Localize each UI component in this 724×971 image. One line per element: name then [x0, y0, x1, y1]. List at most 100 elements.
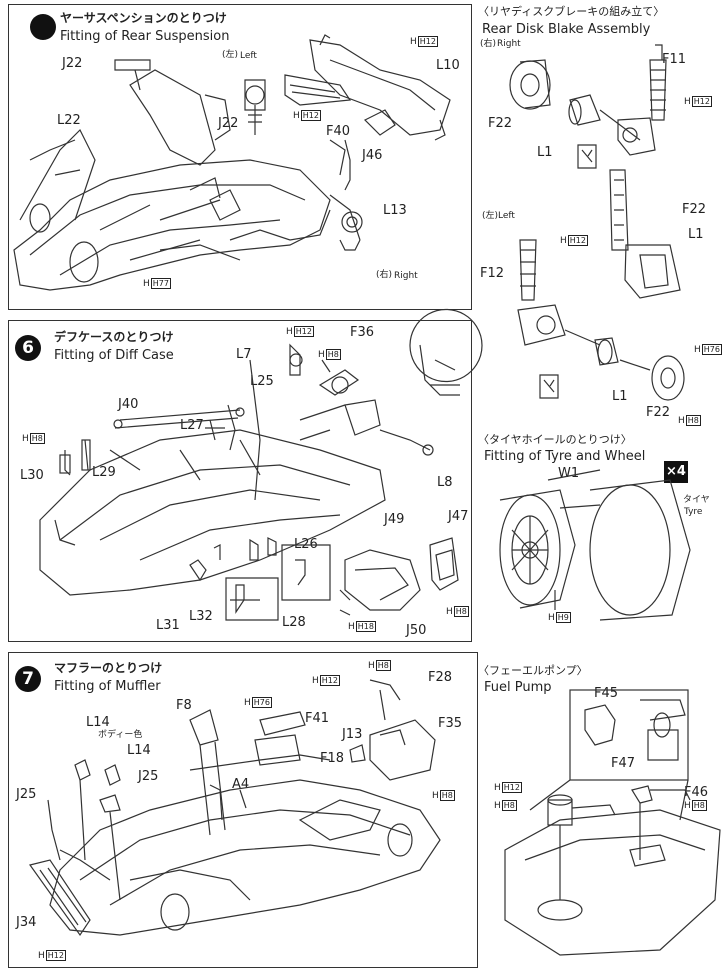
left-label: Left: [240, 51, 257, 61]
part-label-j22-b: J22: [218, 116, 239, 131]
rear-disk-brake: [509, 44, 685, 401]
part-label-l7: L7: [236, 347, 252, 362]
part-label-j13: J13: [342, 727, 363, 742]
part-label-f40: F40: [326, 124, 351, 139]
part-label-f35: F35: [438, 716, 463, 731]
rear-suspension-title-en: Fitting of Rear Suspension: [60, 29, 230, 44]
part-label-f36: F36: [350, 325, 375, 340]
part-label-l25: L25: [250, 374, 274, 389]
quantity-x4-badge: ×4: [664, 461, 688, 483]
part-label-l10: L10: [436, 58, 460, 73]
part-label-j25-a: J25: [138, 769, 159, 784]
part-label-f22-c: F22: [646, 405, 671, 420]
part-label-l1-a: L1: [537, 145, 553, 160]
part-label-f47: F47: [611, 756, 636, 771]
part-label-f12: F12: [480, 266, 505, 281]
part-label-l30: L30: [20, 468, 44, 483]
tyre-label-jp: タイヤ: [683, 495, 710, 505]
muffler-title-en: Fitting of Muffler: [54, 679, 161, 694]
part-label-l29: L29: [92, 465, 116, 480]
part-label-f18: F18: [320, 751, 345, 766]
part-label-f41: F41: [305, 711, 330, 726]
part-label-l1-b: L1: [688, 227, 704, 242]
part-label-j49: J49: [384, 512, 405, 527]
left-circle-label: (左): [222, 50, 239, 60]
muffler-chassis: [28, 679, 441, 937]
panel-muffler: [8, 652, 478, 968]
rear-disk-left-label: Left: [498, 211, 515, 221]
rear-disk-right-label: Right: [497, 39, 521, 49]
diff-case-title-jp: デフケースのとりつけ: [54, 330, 174, 344]
body-color-label: ボディー色: [98, 730, 143, 740]
panel-diff-case: [8, 320, 472, 642]
tyre-wheel: [499, 469, 691, 621]
part-label-l8: L8: [437, 475, 453, 490]
fuel-pump-title-jp: 〈フェーエルポンプ〉: [478, 664, 588, 677]
step-badge-6: 6: [15, 335, 41, 361]
part-label-j22-a: J22: [62, 56, 83, 71]
part-label-j47: J47: [448, 509, 469, 524]
part-label-j46: J46: [362, 148, 383, 163]
part-label-l14-a: L14: [86, 715, 110, 730]
rear-disk-title-jp: 〈リヤディスクブレーキの組み立て〉: [478, 5, 665, 18]
step-badge-5: [30, 14, 56, 40]
part-label-l28: L28: [282, 615, 306, 630]
part-label-l22: L22: [57, 113, 81, 128]
part-label-f46: F46: [684, 785, 709, 800]
diff-case-chassis: [39, 308, 483, 621]
fuel-pump-title-en: Fuel Pump: [484, 680, 552, 695]
part-label-j40: J40: [118, 397, 139, 412]
fuel-pump: [504, 689, 721, 956]
part-label-l14-b: L14: [127, 743, 151, 758]
part-label-f11: F11: [662, 52, 687, 67]
rear-disk-right-circle: (右): [480, 39, 497, 49]
diff-case-title-en: Fitting of Diff Case: [54, 348, 174, 363]
tyre-label-en: Tyre: [684, 507, 703, 517]
part-label-l13: L13: [383, 203, 407, 218]
part-label-f22-b: F22: [682, 202, 707, 217]
part-label-j50: J50: [406, 623, 427, 638]
part-label-f22-a: F22: [488, 116, 513, 131]
right-label: Right: [394, 271, 418, 281]
muffler-title-jp: マフラーのとりつけ: [54, 661, 163, 675]
tyre-wheel-title-en: Fitting of Tyre and Wheel: [484, 449, 646, 464]
rear-suspension-chassis: [13, 34, 451, 291]
part-label-f8: F8: [176, 698, 192, 713]
tyre-wheel-title-jp: 〈タイヤホイールのとりつけ〉: [478, 433, 632, 446]
part-label-j34: J34: [16, 915, 37, 930]
rear-suspension-title-jp: ヤーサスペンションのとりつけ: [60, 11, 227, 25]
right-circle-label: (右): [376, 270, 393, 280]
rear-disk-left-circle: (左): [482, 211, 499, 221]
part-label-l1-c: L1: [612, 389, 628, 404]
part-label-l31: L31: [156, 618, 180, 633]
panel-rear-suspension: [8, 4, 472, 310]
part-label-j25-b: J25: [16, 787, 37, 802]
part-label-l32: L32: [189, 609, 213, 624]
part-label-f28: F28: [428, 670, 453, 685]
rear-disk-title-en: Rear Disk Blake Assembly: [482, 22, 651, 37]
step-badge-7: 7: [15, 666, 41, 692]
